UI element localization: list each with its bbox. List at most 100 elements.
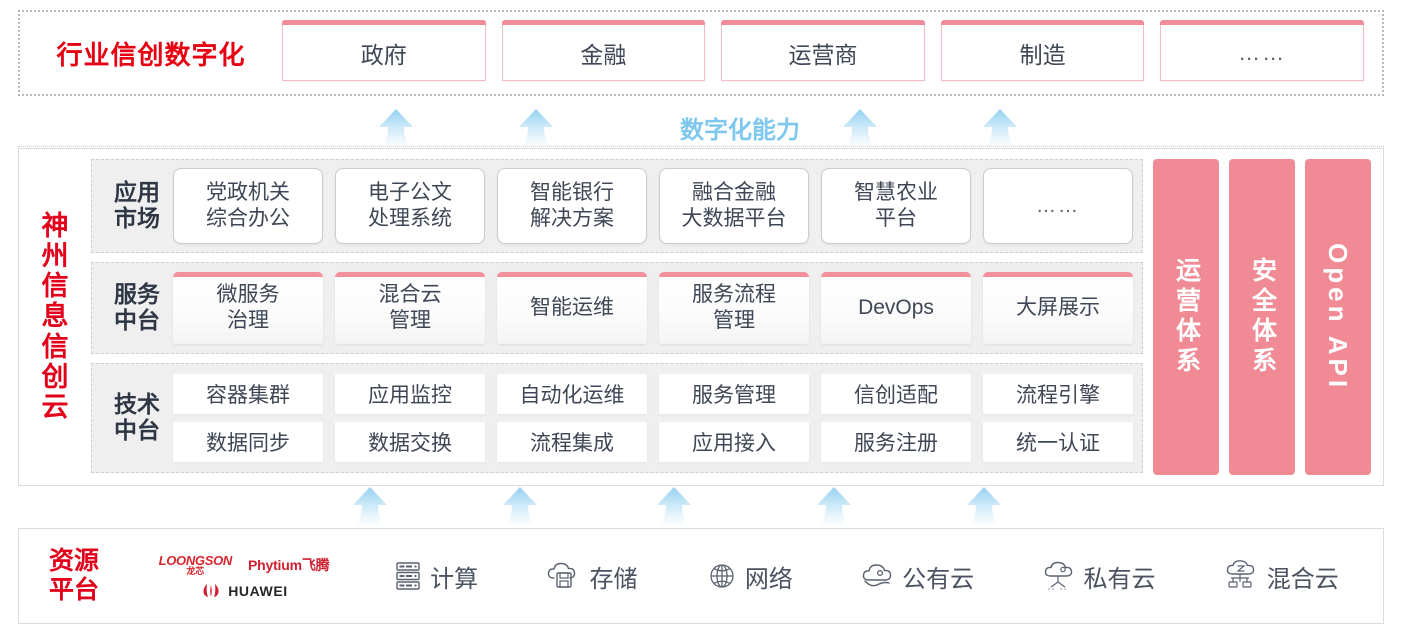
- resource-platform-panel: 资源 平台 LOONGSON 龙芯 Phytium飞腾 HUAWEI: [18, 528, 1384, 624]
- service-platform-band: 服务 中台 微服务治理 混合云管理 智能运维 服务流程管理 DevOps 大屏展…: [91, 262, 1143, 354]
- cloud-title-char: 州: [41, 241, 69, 272]
- industry-card-telecom[interactable]: 运营商: [721, 20, 925, 81]
- server-icon: [396, 562, 420, 590]
- cloud-title-char: 息: [41, 301, 69, 332]
- pillar-label: 运营体系: [1172, 257, 1201, 377]
- cloud-title-char: 神: [41, 210, 69, 241]
- resource-item-compute[interactable]: 计算: [393, 559, 478, 594]
- tech-card-row-top: 容器集群 应用监控 自动化运维 服务管理 信创适配 流程引擎: [173, 374, 1133, 414]
- resource-item-label: 公有云: [902, 565, 975, 593]
- industry-title: 行业信创数字化: [56, 39, 246, 70]
- service-platform-label: 服务 中台: [114, 281, 160, 333]
- resource-item-public-cloud[interactable]: 公有云: [861, 559, 974, 594]
- industry-band: 行业信创数字化 政府 金融 运营商 制造 ……: [18, 10, 1384, 96]
- huawei-logo: HUAWEI: [200, 583, 288, 599]
- resource-item-label: 网络: [744, 565, 793, 593]
- cloud-title-char: 信: [41, 271, 69, 302]
- tech-card-app-access[interactable]: 应用接入: [659, 422, 809, 462]
- capability-label: 数字化能力: [680, 117, 800, 144]
- up-arrow-icon: [353, 487, 387, 525]
- cloud-title-char: 信: [41, 331, 69, 362]
- app-card-smart-bank[interactable]: 智能银行解决方案: [497, 168, 647, 244]
- cloud-panel-title: 神 州 信 息 信 创 云: [19, 149, 91, 485]
- app-card-gov-office[interactable]: 党政机关综合办公: [173, 168, 323, 244]
- up-arrow-icon: [967, 487, 1001, 525]
- resource-item-hybrid-cloud[interactable]: 混合云: [1224, 559, 1339, 594]
- up-arrow-icon: [519, 109, 553, 147]
- cloud-panel-body: 应用 市场 党政机关综合办公 电子公文处理系统 智能银行解决方案 融合金融大数据…: [91, 149, 1383, 485]
- tech-card-row-bottom: 数据同步 数据交换 流程集成 应用接入 服务注册 统一认证: [173, 422, 1133, 462]
- resource-item-storage[interactable]: 存储: [546, 559, 637, 594]
- service-card-dashboard[interactable]: 大屏展示: [983, 272, 1133, 344]
- tech-card-xinchuang-adaptation[interactable]: 信创适配: [821, 374, 971, 414]
- resource-item-label: 计算: [430, 565, 479, 593]
- huawei-petals-icon: [203, 583, 219, 597]
- loongson-logo-cn: 龙芯: [186, 565, 205, 576]
- cloud-rows: 应用 市场 党政机关综合办公 电子公文处理系统 智能银行解决方案 融合金融大数据…: [91, 159, 1143, 475]
- service-card-devops[interactable]: DevOps: [821, 272, 971, 344]
- app-card-more[interactable]: ……: [983, 168, 1133, 244]
- up-arrow-icon: [657, 487, 691, 525]
- industry-card-finance[interactable]: 金融: [501, 20, 706, 81]
- resource-item-network[interactable]: 网络: [706, 559, 793, 594]
- service-card-microservice-governance[interactable]: 微服务治理: [173, 272, 323, 344]
- pillar-label: 安全体系: [1248, 257, 1277, 377]
- tech-card-service-registry[interactable]: 服务注册: [821, 422, 971, 462]
- app-card-fintech-bigdata[interactable]: 融合金融大数据平台: [659, 168, 809, 244]
- up-arrow-icon: [379, 109, 413, 147]
- pillar-operations-system[interactable]: 运营体系: [1153, 159, 1219, 475]
- up-arrow-icon: [843, 109, 877, 147]
- hybrid-cloud-icon: [1226, 560, 1255, 588]
- tech-card-data-sync[interactable]: 数据同步: [173, 422, 323, 462]
- industry-card-government[interactable]: 政府: [282, 20, 486, 81]
- resource-arrow-strip: [0, 484, 1402, 526]
- service-card-hybrid-cloud-mgmt[interactable]: 混合云管理: [335, 272, 485, 344]
- service-card-process-mgmt[interactable]: 服务流程管理: [659, 272, 809, 344]
- cloud-title-char: 创: [41, 361, 69, 392]
- network-icon: [710, 564, 734, 588]
- tech-card-container-cluster[interactable]: 容器集群: [173, 374, 323, 414]
- resource-item-label: 混合云: [1266, 565, 1339, 593]
- tech-card-data-exchange[interactable]: 数据交换: [335, 422, 485, 462]
- service-card-list: 微服务治理 混合云管理 智能运维 服务流程管理 DevOps 大屏展示: [173, 263, 1133, 353]
- tech-card-unified-auth[interactable]: 统一认证: [983, 422, 1133, 462]
- private-cloud-icon: [1045, 561, 1073, 590]
- up-arrow-icon: [983, 109, 1017, 147]
- industry-card-list: 政府 金融 运营商 制造 ……: [282, 20, 1382, 81]
- loongson-logo: LOONGSON 龙芯: [158, 552, 233, 576]
- cloud-panel: 神 州 信 息 信 创 云 应用 市场 党政机关综合办公 电子公文处理系统: [18, 148, 1384, 486]
- public-cloud-icon: [862, 564, 892, 587]
- tech-card-service-mgmt[interactable]: 服务管理: [659, 374, 809, 414]
- cross-cutting-pillars: 运营体系 安全体系 Open API: [1153, 159, 1371, 475]
- app-card-e-document[interactable]: 电子公文处理系统: [335, 168, 485, 244]
- pillar-label: Open API: [1323, 242, 1353, 392]
- service-card-intelligent-ops[interactable]: 智能运维: [497, 272, 647, 344]
- cloud-storage-icon: [548, 562, 576, 588]
- industry-card-manufacturing[interactable]: 制造: [940, 20, 1145, 81]
- resource-item-list: 计算 存储: [359, 559, 1383, 594]
- industry-card-more[interactable]: ……: [1160, 20, 1364, 81]
- pillar-open-api[interactable]: Open API: [1305, 159, 1371, 475]
- tech-platform-band: 技术 中台 容器集群 应用监控 自动化运维 服务管理 信创适配 流程引擎: [91, 363, 1143, 473]
- resource-platform-title: 资源 平台: [48, 547, 99, 604]
- huawei-logo-text: HUAWEI: [228, 582, 288, 599]
- resource-item-private-cloud[interactable]: 私有云: [1042, 559, 1155, 594]
- tech-card-automated-ops[interactable]: 自动化运维: [497, 374, 647, 414]
- vendor-logo-row-top: LOONGSON 龙芯 Phytium飞腾: [159, 554, 330, 576]
- loongson-logo-en: LOONGSON: [158, 552, 233, 568]
- up-arrow-icon: [503, 487, 537, 525]
- up-arrow-icon: [817, 487, 851, 525]
- pillar-security-system[interactable]: 安全体系: [1229, 159, 1295, 475]
- tech-platform-label: 技术 中台: [114, 391, 160, 443]
- tech-card-process-integration[interactable]: 流程集成: [497, 422, 647, 462]
- app-card-smart-agriculture[interactable]: 智慧农业平台: [821, 168, 971, 244]
- tech-card-app-monitoring[interactable]: 应用监控: [335, 374, 485, 414]
- tech-card-process-engine[interactable]: 流程引擎: [983, 374, 1133, 414]
- band-divider: [18, 146, 1384, 147]
- resource-item-label: 私有云: [1083, 565, 1156, 593]
- phytium-logo: Phytium飞腾: [248, 556, 330, 573]
- vendor-logo-group: LOONGSON 龙芯 Phytium飞腾 HUAWEI: [129, 554, 359, 599]
- tech-card-grid: 容器集群 应用监控 自动化运维 服务管理 信创适配 流程引擎 数据同步 数据交换…: [173, 364, 1133, 472]
- app-market-label: 应用 市场: [114, 179, 160, 231]
- capability-arrow-strip: 数字化能力: [0, 104, 1402, 148]
